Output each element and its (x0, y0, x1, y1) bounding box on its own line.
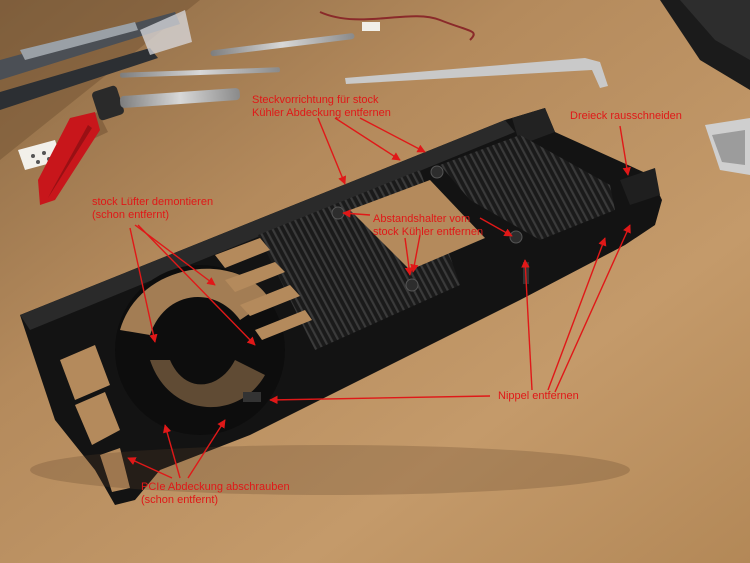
label-pcie: PCIe Abdeckung abschrauben (schon entfer… (141, 481, 290, 507)
cable-connector (362, 22, 380, 31)
standoff (331, 206, 345, 220)
label-line: (schon entfernt) (141, 494, 219, 506)
tools-pile (0, 10, 192, 170)
hex-key (345, 58, 608, 88)
fan-cable (319, 11, 475, 41)
label-abstandshalter: Abstandshalter vom stock Kühler entferne… (373, 213, 483, 239)
label-line: stock Kühler entfernen (373, 226, 484, 238)
label-nippel: Nippel entfernen (498, 390, 579, 403)
annotation-arrows (127, 117, 631, 479)
label-dreieck: Dreieck rausschneiden (570, 110, 682, 123)
precision-screwdriver (210, 33, 355, 57)
triangle-part (620, 168, 660, 205)
label-line: Abstandshalter vom (373, 213, 471, 225)
standoff (430, 165, 444, 179)
standoff (405, 278, 419, 292)
center-window (350, 180, 485, 270)
label-steckvorrichtung: Steckvorrichtung für stock Kühler Abdeck… (252, 94, 391, 120)
label-line: Steckvorrichtung für stock (252, 94, 379, 106)
label-line: Kühler Abdeckung entfernen (252, 107, 391, 119)
red-screwdriver (38, 85, 241, 205)
frame-shadow (30, 445, 630, 495)
label-line: (schon entfernt) (92, 209, 170, 221)
small-screwdriver (120, 67, 280, 78)
standoff (509, 230, 523, 244)
label-luefter: stock Lüfter demontieren (schon entfernt… (92, 196, 213, 222)
cooler-frame (20, 108, 662, 505)
label-line: Dreieck rausschneiden (570, 110, 682, 122)
label-line: stock Lüfter demontieren (92, 196, 214, 208)
label-line: PCIe Abdeckung abschrauben (141, 481, 290, 493)
label-line: Nippel entfernen (498, 390, 579, 402)
graphics-card-corner (660, 0, 750, 175)
heatsink-fins-right (440, 135, 615, 240)
